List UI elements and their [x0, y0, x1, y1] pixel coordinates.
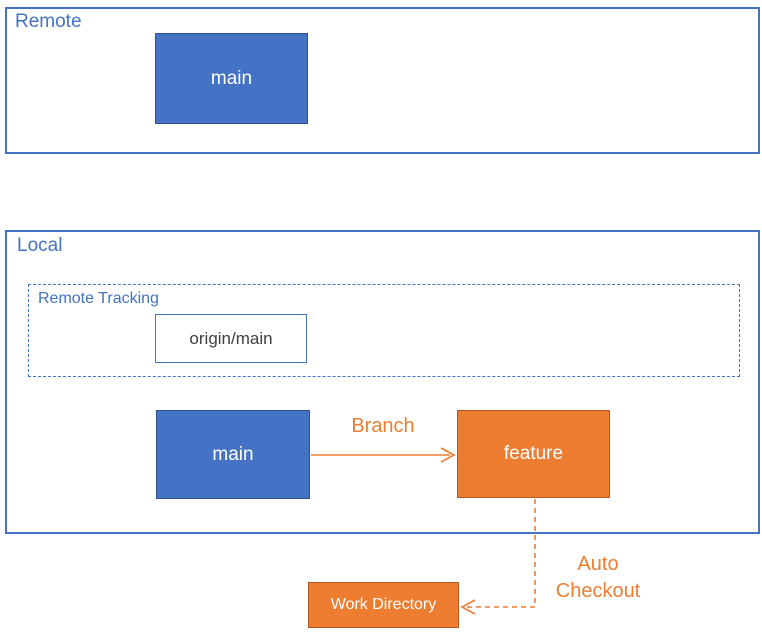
origin-main-node-label: origin/main [189, 328, 273, 348]
auto-checkout-arrow-label: Auto Checkout [555, 553, 641, 602]
feature-node-label: feature [503, 443, 564, 464]
local-main-node: main [156, 410, 310, 499]
work-directory-node-label: Work Directory [330, 596, 437, 613]
remote-main-node: main [155, 33, 308, 124]
feature-node: feature [457, 410, 610, 498]
remote-container [5, 7, 760, 154]
local-container [5, 230, 760, 534]
local-main-node-label: main [212, 443, 254, 465]
origin-main-node: origin/main [155, 314, 307, 363]
remote-tracking-container [28, 284, 740, 377]
remote-container-label: Remote [15, 11, 82, 32]
local-container-label: Local [17, 235, 63, 256]
remote-tracking-label: Remote Tracking [38, 290, 159, 307]
remote-main-node-label: main [210, 67, 253, 89]
work-directory-node: Work Directory [308, 582, 459, 628]
branch-arrow-label: Branch [351, 415, 415, 437]
